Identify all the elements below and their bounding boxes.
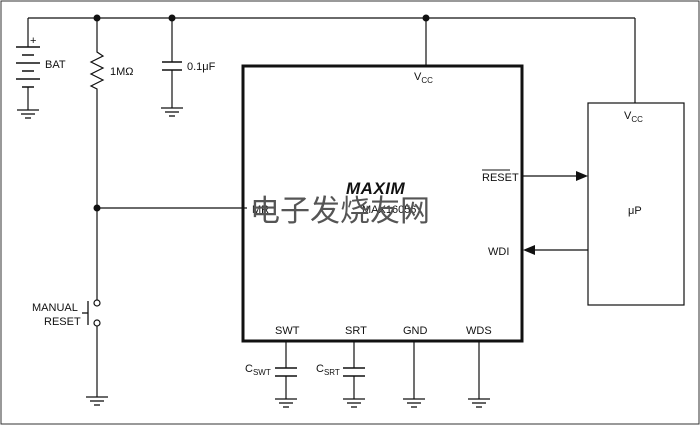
battery-label: BAT (45, 59, 66, 71)
manual-reset-switch (82, 208, 101, 397)
chip-wds-label: WDS (466, 325, 492, 337)
chip-mr-label: MR (252, 204, 269, 216)
ground-icon (17, 109, 39, 119)
microprocessor-label: μP (628, 205, 642, 217)
cswt-label: CSWT (245, 363, 271, 377)
manual-reset-label-line2: RESET (44, 316, 81, 328)
microprocessor-box (587, 102, 685, 306)
chip-vcc-label: VCC (414, 71, 433, 85)
resistor-label: 1MΩ (110, 66, 134, 78)
chip-srt-label: SRT (345, 325, 367, 337)
manual-reset-label-line1: MANUAL (32, 302, 78, 314)
pullup-resistor (89, 18, 105, 208)
chip-reset-label: RESET (482, 172, 519, 184)
ground-icon (86, 396, 108, 406)
maxim-logo: MAXIM (346, 179, 406, 198)
ground-icon (468, 398, 490, 408)
chip-gnd-label: GND (403, 325, 428, 337)
up-vcc-label: VCC (624, 110, 643, 124)
watermark-text: 电子发烧友网 (250, 194, 430, 229)
battery-symbol (16, 18, 40, 110)
ground-icon (403, 398, 425, 408)
chip-part-number: MAX16056 (362, 204, 416, 216)
capacitor-label: 0.1μF (187, 61, 216, 73)
max16056-chip (241, 64, 524, 343)
cswt-capacitor (275, 341, 297, 399)
battery-plus-label: + (30, 35, 36, 47)
csrt-label: CSRT (316, 363, 340, 377)
arrow-right-icon (576, 171, 588, 181)
ground-icon (343, 398, 365, 408)
csrt-capacitor (343, 341, 365, 399)
ground-icon (161, 107, 183, 117)
ground-icon (275, 398, 297, 408)
chip-wdi-label: WDI (488, 246, 509, 258)
chip-swt-label: SWT (275, 325, 300, 337)
arrow-left-icon (523, 245, 535, 255)
bypass-capacitor (162, 18, 182, 108)
